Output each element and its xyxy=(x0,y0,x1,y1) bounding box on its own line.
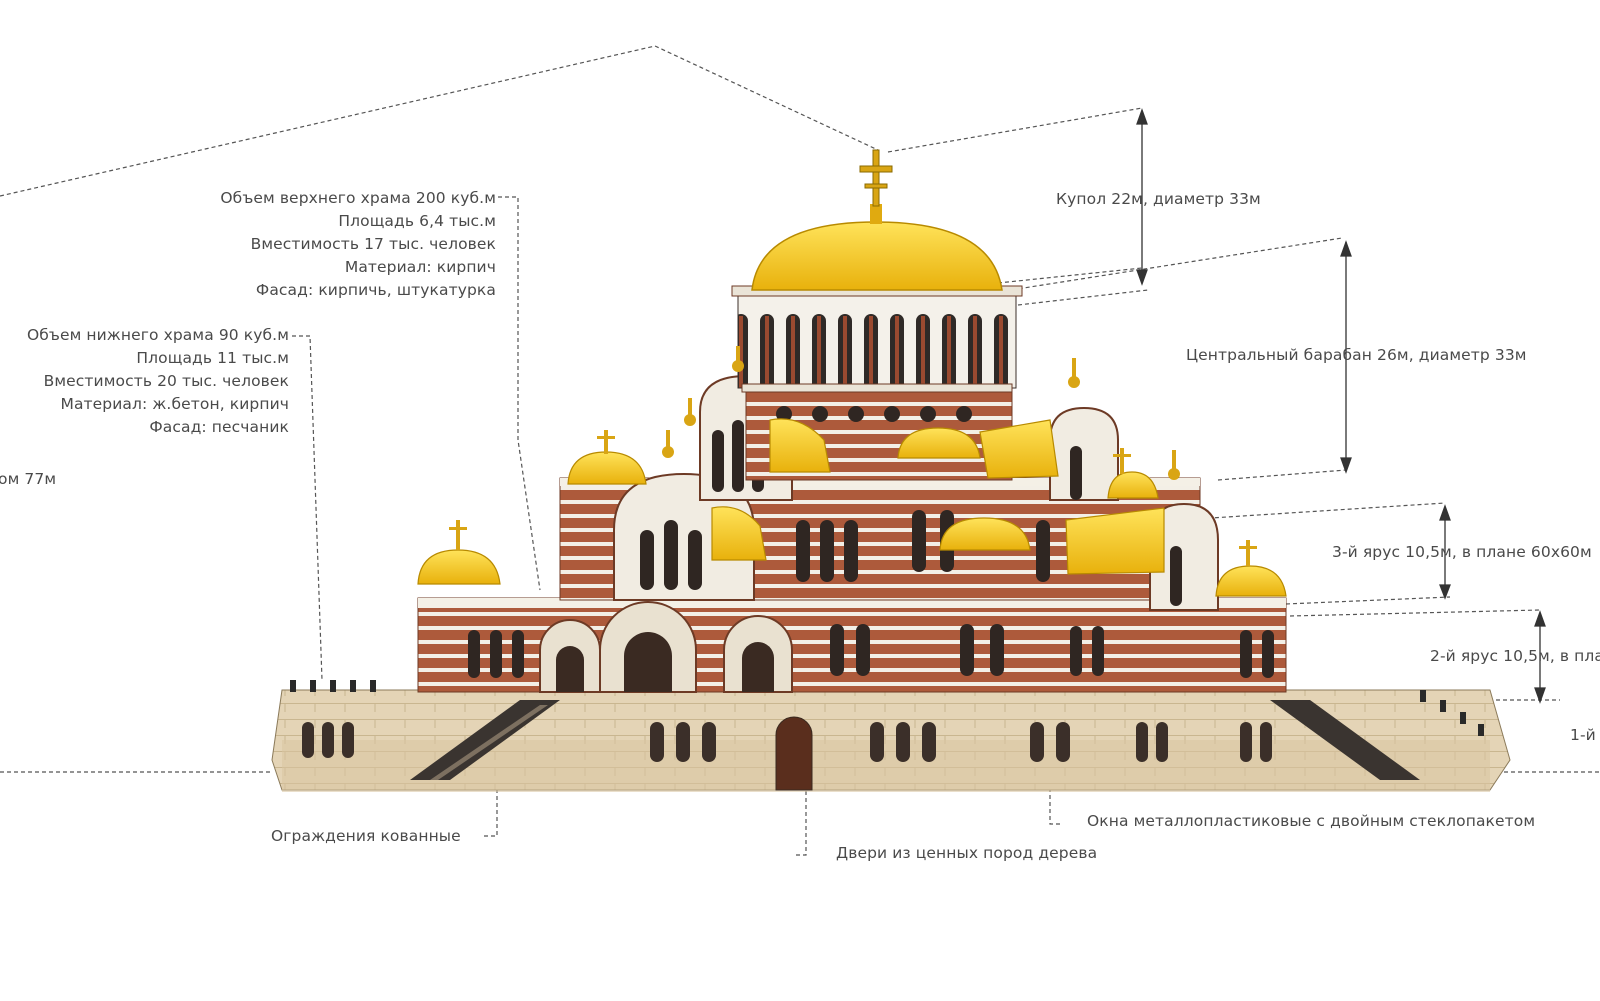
lower-church-volume: Объем нижнего храма 90 куб.м xyxy=(26,326,289,344)
tier1-dimension-label: 1-й xyxy=(1570,726,1596,744)
leader-dome-base xyxy=(997,267,1143,284)
main-cross-icon xyxy=(859,149,893,207)
upper-church-capacity: Вместимость 17 тыс. человек xyxy=(250,235,496,253)
dome-dimension-label: Купол 22м, диаметр 33м xyxy=(1056,190,1261,208)
tier-3 xyxy=(559,374,1219,611)
leader-tier2-top xyxy=(1285,596,1451,605)
total-height-label: ом 77м xyxy=(0,470,57,488)
lower-church-facade: Фасад: песчаник xyxy=(149,418,289,436)
leader-dome-top xyxy=(887,107,1143,153)
leader-windows xyxy=(1049,790,1060,825)
drum-dimension-label: Центральный барабан 26м, диаметр 33м xyxy=(1186,346,1527,364)
lower-church-material: Материал: ж.бетон, кирпич xyxy=(60,395,289,413)
leader-upper-block xyxy=(498,196,541,591)
podium xyxy=(271,680,1511,792)
lower-church-capacity: Вместимость 20 тыс. человек xyxy=(43,372,289,390)
upper-church-area: Площадь 6,4 тыс.м xyxy=(338,212,496,230)
upper-church-info: Объем верхнего храма 200 куб.м Площадь 6… xyxy=(170,187,496,302)
upper-church-volume: Объем верхнего храма 200 куб.м xyxy=(220,189,496,207)
tier-2 xyxy=(417,597,1287,693)
upper-church-material: Материал: кирпич xyxy=(344,258,496,276)
lower-church-info: Объем нижнего храма 90 куб.м Площадь 11 … xyxy=(0,324,289,439)
leader-tier3-bottom xyxy=(1217,469,1347,481)
upper-church-facade: Фасад: кирпичь, штукатурка xyxy=(255,281,496,299)
dimension-arrows xyxy=(1136,108,1546,704)
tier3-dimension-label: 3-й ярус 10,5м, в плане 60х60м xyxy=(1332,543,1592,561)
secondary-domes xyxy=(417,418,1287,597)
leader-drum-bottom xyxy=(1017,289,1149,306)
windows-callout: Окна металлопластиковые с двойным стекло… xyxy=(1087,812,1536,830)
fences-callout: Ограждения кованные xyxy=(271,827,461,845)
leader-tier3-top xyxy=(1179,502,1446,521)
doors-callout: Двери из ценных пород дерева xyxy=(836,844,1098,862)
tier2-dimension-label: 2-й ярус 10,5м, в пла xyxy=(1430,647,1600,665)
lower-church-area: Площадь 11 тыс.м xyxy=(136,349,289,367)
leader-apex-left xyxy=(0,45,879,197)
main-dome xyxy=(751,149,1003,291)
leader-fence xyxy=(484,790,498,837)
secondary-crosses xyxy=(449,346,1257,566)
leader-doors xyxy=(796,790,807,856)
leader-drum-top xyxy=(997,237,1343,293)
leader-lower-block xyxy=(292,335,323,681)
leader-tier2-bottom xyxy=(1289,609,1541,617)
